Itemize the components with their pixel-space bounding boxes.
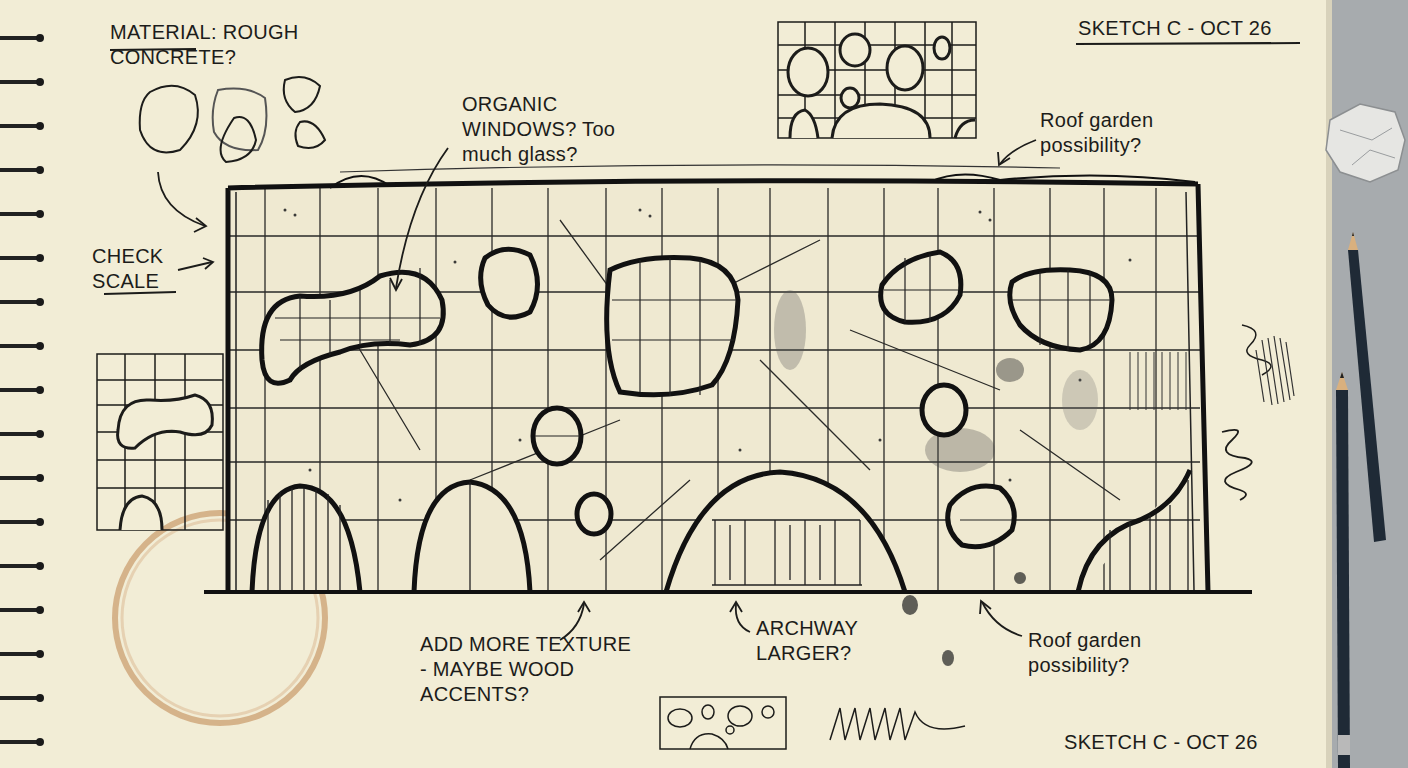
sketch-note: ADD MORE TEXTURE - MAYBE WOOD ACCENTS? — [420, 632, 635, 707]
sketch-note: Roof garden possibility? — [1028, 628, 1198, 678]
sketch-note: MATERIAL: ROUGH CONCRETE? — [110, 20, 410, 70]
sketch-note: ORGANIC WINDOWS? Too much glass? — [462, 92, 662, 167]
sketch-note: SKETCH C - OCT 26 — [1064, 730, 1314, 755]
sketch-note: Roof garden possibility? — [1040, 108, 1210, 158]
sketch-note: SKETCH C - OCT 26 — [1078, 16, 1318, 41]
sketch-note: CHECK SCALE — [92, 244, 178, 294]
sketch-note: ARCHWAY LARGER? — [756, 616, 886, 666]
